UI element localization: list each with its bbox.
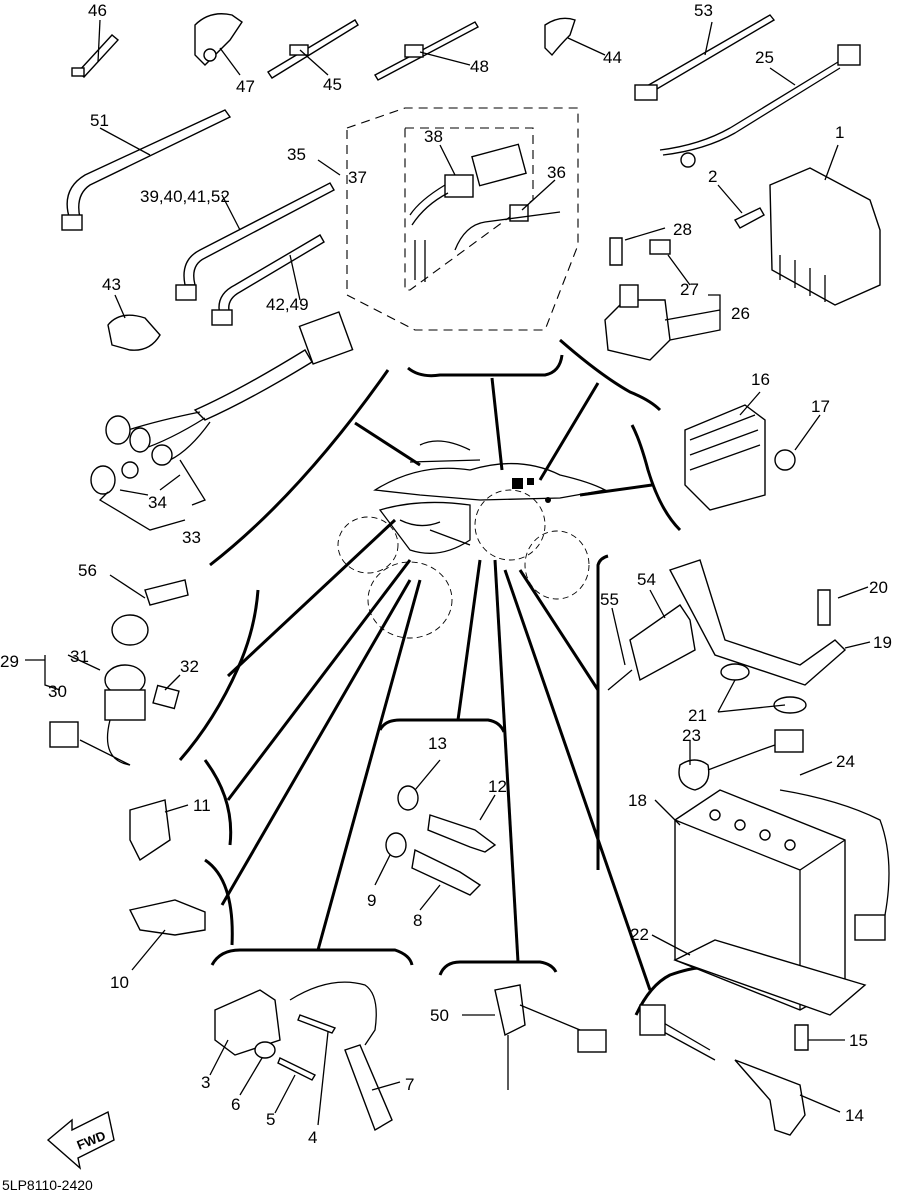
part-label-56: 56 (78, 561, 97, 580)
part-label-7: 7 (405, 1075, 414, 1094)
part-label-11: 11 (193, 796, 211, 815)
part-label-1: 1 (835, 123, 844, 142)
part-label-32: 32 (180, 657, 199, 676)
part-label-20: 20 (869, 578, 888, 597)
part-label-4: 4 (308, 1128, 317, 1147)
part-label-17: 17 (811, 397, 830, 416)
part-label-45: 45 (323, 75, 342, 94)
part-label-43: 43 (102, 275, 121, 294)
part-label-54: 54 (637, 570, 656, 589)
part-label-37: 37 (348, 168, 367, 187)
atv-vehicle-outline (337, 440, 607, 639)
part-label-14: 14 (845, 1106, 864, 1125)
part-label-31: 31 (70, 647, 89, 666)
part-label-12: 12 (488, 777, 507, 796)
part-label-13: 13 (428, 734, 447, 753)
part-label-48: 48 (470, 57, 489, 76)
part-label-2: 2 (708, 167, 717, 186)
part-number-labels: 46 47 45 48 44 53 25 51 1 2 35 37 38 36 … (0, 1, 892, 1147)
subharness-inset (346, 107, 579, 331)
part-label-9: 9 (367, 891, 376, 910)
part-label-10: 10 (110, 973, 129, 992)
part-drawings (49, 13, 890, 1136)
forward-arrow-icon: FWD (46, 1110, 115, 1170)
label-leaders (25, 19, 871, 1126)
part-label-29: 29 (0, 652, 19, 671)
diagram-code: 5LP8110-2420 (2, 1177, 93, 1193)
part-label-25: 25 (755, 48, 774, 67)
part-label-6: 6 (231, 1095, 240, 1114)
part-label-44: 44 (603, 48, 622, 67)
part-label-5: 5 (266, 1110, 275, 1129)
part-label-51: 51 (90, 111, 109, 130)
part-label-23: 23 (682, 726, 701, 745)
part-label-15: 15 (849, 1031, 868, 1050)
part-label-27: 27 (680, 280, 699, 299)
part-label-24: 24 (836, 752, 855, 771)
part-label-16: 16 (751, 370, 770, 389)
part-label-19: 19 (873, 633, 892, 652)
part-label-38: 38 (424, 127, 443, 146)
part-label-28: 28 (673, 220, 692, 239)
part-label-35: 35 (287, 145, 306, 164)
part-label-18: 18 (628, 791, 647, 810)
leader-lines (178, 338, 701, 1016)
part-label-46: 46 (88, 1, 107, 20)
part-label-34: 34 (148, 493, 167, 512)
part-label-33: 33 (182, 528, 201, 547)
part-label-42-49: 42,49 (266, 295, 309, 314)
part-label-36: 36 (547, 163, 566, 182)
part-label-22: 22 (630, 925, 649, 944)
part-label-30: 30 (48, 682, 67, 701)
part-label-26: 26 (731, 304, 750, 323)
part-label-3: 3 (201, 1073, 210, 1092)
part-label-50: 50 (430, 1006, 449, 1025)
part-label-39-40-41-52: 39,40,41,52 (140, 187, 230, 206)
part-label-21: 21 (688, 706, 707, 725)
part-label-53: 53 (694, 1, 713, 20)
part-label-55: 55 (600, 590, 619, 609)
part-label-47: 47 (236, 77, 255, 96)
part-label-8: 8 (413, 911, 422, 930)
